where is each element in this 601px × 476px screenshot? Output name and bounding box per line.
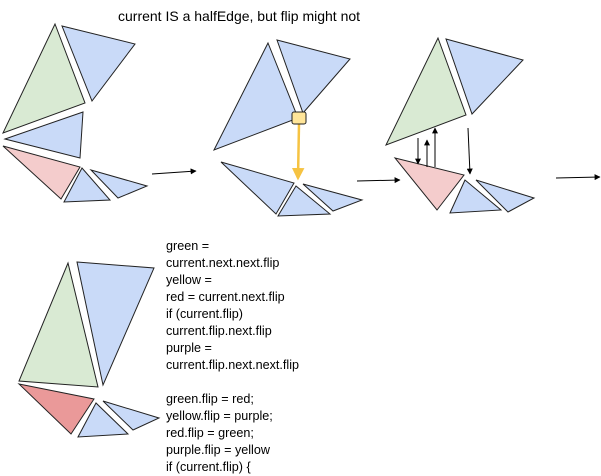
blue-triangle: [89, 169, 149, 199]
code-block: green = current.next.next.flip yellow = …: [166, 238, 299, 476]
green-triangle: [2, 22, 86, 134]
arrow-1: [151, 168, 197, 175]
panel-4: [17, 261, 161, 438]
blue-triangle: [76, 261, 155, 387]
blue-triangle: [212, 41, 299, 151]
green-triangle: [18, 261, 99, 388]
yellow-marker: [291, 111, 307, 125]
green-triangle: [385, 36, 467, 146]
blue-triangle: [63, 167, 112, 203]
red-triangle: [17, 383, 95, 435]
panel-1: [2, 22, 149, 203]
blue-triangle: [276, 39, 351, 114]
panel-2: [212, 39, 364, 217]
arrow-3: [555, 174, 601, 181]
flip-arrow-down: [466, 127, 473, 175]
blue-triangle: [61, 25, 136, 103]
diagram-canvas: [2, 22, 601, 438]
code-line: red = current.next.flip: [166, 290, 285, 304]
yellow-arrow: [291, 123, 305, 181]
code-line: green.flip = red;: [166, 392, 254, 406]
code-line: if (current.flip) {: [166, 460, 251, 474]
code-line: current.next.next.flip: [166, 256, 280, 270]
code-line: current.flip.next.next.flip: [166, 358, 299, 372]
code-line: green =: [166, 239, 210, 253]
code-line: yellow.flip = purple;: [166, 409, 273, 423]
code-line: purple =: [166, 341, 212, 355]
red-triangle: [393, 157, 465, 211]
blue-triangle: [449, 179, 503, 214]
red-triangle: [2, 145, 81, 200]
code-line: [166, 374, 299, 391]
blue-triangle: [220, 161, 295, 215]
arrow-2: [356, 177, 401, 184]
code-line: red.flip = green;: [166, 426, 254, 440]
panel-3: [385, 36, 536, 214]
blue-triangle: [302, 183, 364, 212]
blue-triangle: [475, 179, 536, 213]
code-line: if (current.flip): [166, 307, 243, 321]
code-line: purple.flip = yellow: [166, 443, 270, 457]
blue-triangle: [445, 38, 524, 115]
diagram-title: current IS a halfEdge, but flip might no…: [118, 8, 361, 24]
code-line: current.flip.next.flip: [166, 324, 272, 338]
code-line: yellow =: [166, 273, 212, 287]
blue-triangle: [77, 402, 130, 438]
blue-triangle: [277, 185, 332, 217]
blue-triangle: [3, 111, 84, 159]
blue-triangle: [102, 400, 161, 431]
